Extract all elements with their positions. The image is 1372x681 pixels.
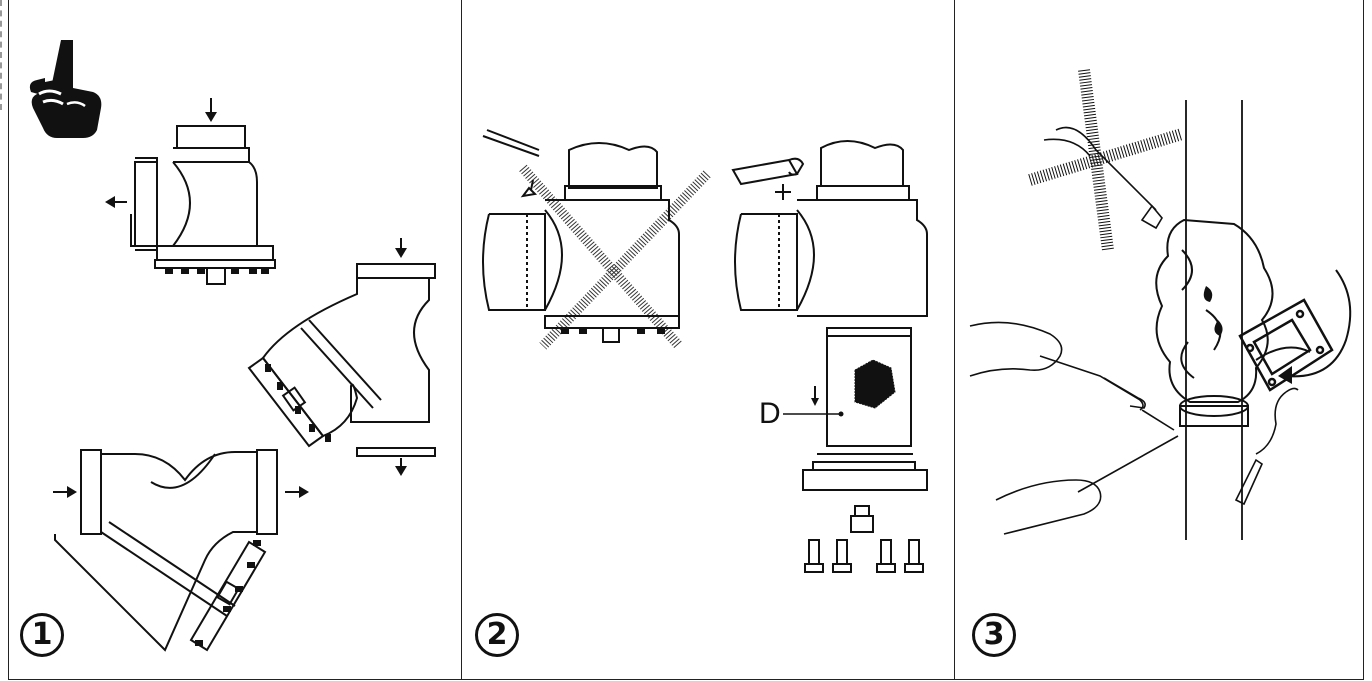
flow-arrow-icon	[285, 486, 309, 498]
flow-arrow-icon	[53, 486, 77, 498]
panel-3: 3	[956, 0, 1364, 680]
panel-divider	[461, 0, 462, 680]
strainer-screen-icon	[854, 359, 896, 409]
panel-1: 1	[9, 0, 461, 680]
welding-torch-icon	[731, 157, 805, 200]
panel-2: D 2	[463, 0, 953, 680]
pointing-hand-icon	[29, 40, 102, 138]
callout-label-d: D	[759, 397, 781, 430]
instruction-sheet-frame	[8, 0, 1364, 680]
step-number-2: 2	[475, 613, 519, 657]
flow-arrow-icon	[395, 458, 407, 476]
step-number-3: 3	[972, 613, 1016, 657]
welding-torch-icon	[520, 179, 538, 198]
panel-divider	[954, 0, 955, 680]
incorrect-welding-diagram	[482, 129, 711, 350]
flow-arrow-icon	[205, 98, 217, 122]
strainer-diagram-right	[247, 238, 436, 476]
page-edge-marks	[0, 0, 2, 110]
flow-arrow-icon	[105, 196, 127, 208]
correct-welding-diagram	[731, 140, 928, 317]
strainer-diagram-bottom	[53, 449, 309, 652]
step-number-1: 1	[20, 613, 64, 657]
strainer-diagram-top	[105, 98, 276, 285]
strainer-parts-exploded	[783, 327, 928, 573]
flow-arrow-icon	[395, 238, 407, 258]
bolt-icon	[850, 505, 874, 533]
installation-maintenance-diagram	[969, 69, 1352, 540]
bolt-icon	[804, 539, 924, 573]
